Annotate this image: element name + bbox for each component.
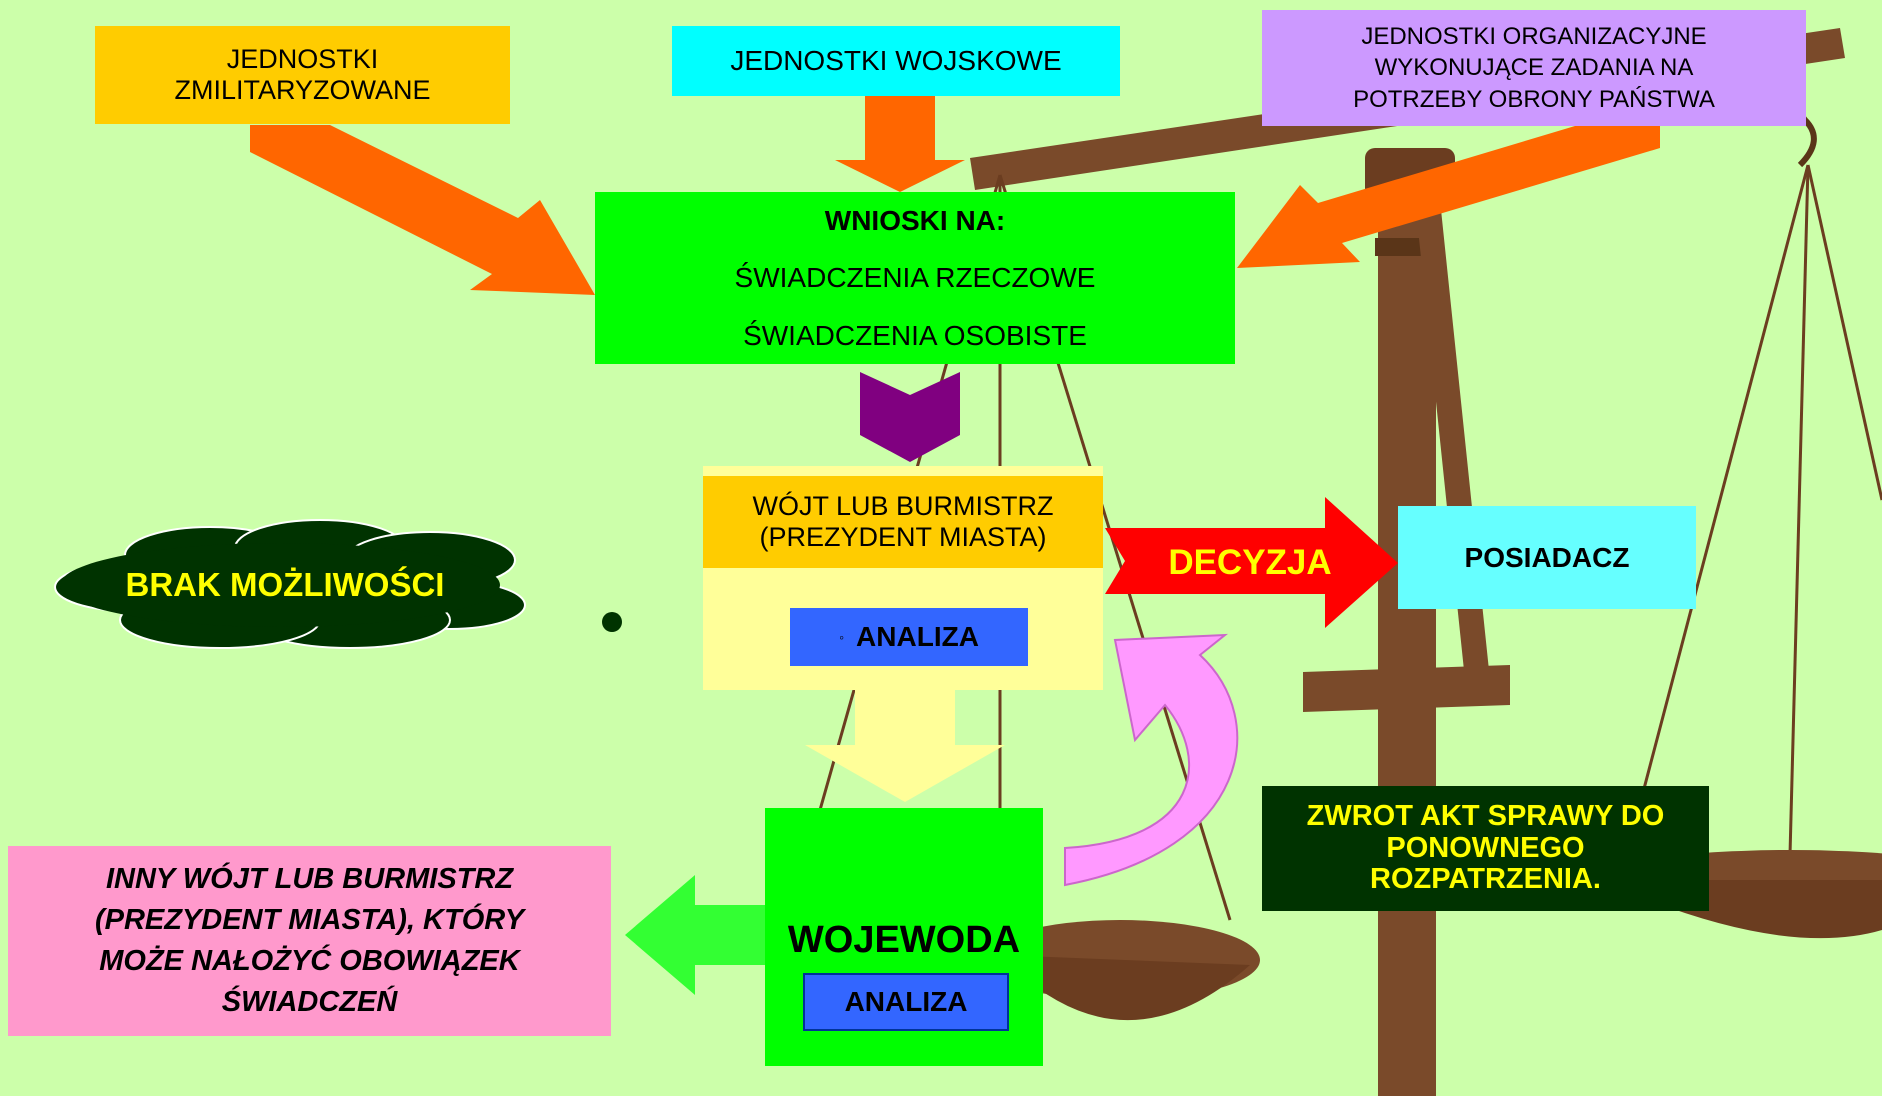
posiadacz-text: POSIADACZ [1464, 541, 1630, 573]
label-line: INNY WÓJT LUB BURMISTRZ [105, 862, 514, 895]
cloud-shape [54, 519, 526, 649]
arrow-to-inny [625, 875, 765, 995]
box-zwrot: ZWROT AKT SPRAWY DO PONOWNEGO ROZPATRZEN… [1262, 786, 1709, 911]
label-line: ROZPATRZENIA. [1370, 863, 1601, 896]
brak-text: BRAK MOŻLIWOŚCI [125, 566, 445, 603]
label-decyzja: DECYZJA [1150, 535, 1350, 590]
analiza-label: ANALIZA [844, 986, 968, 1017]
box-jednostki-wojskowe: JEDNOSTKI WOJSKOWE [672, 26, 1120, 96]
box-wnioski: WNIOSKI NA: ŚWIADCZENIA RZECZOWE ŚWIADCZ… [595, 192, 1235, 364]
box-jednostki-organizacyjne: JEDNOSTKI ORGANIZACYJNE WYKONUJĄCE ZADAN… [1262, 10, 1806, 126]
label-line: (PREZYDENT MIASTA) [759, 522, 1047, 552]
bullet-icon: ◦ [839, 629, 845, 645]
arrow-to-wojewoda [805, 690, 1005, 802]
arrow-decyzja [1105, 497, 1398, 628]
wnioski-line-2: ŚWIADCZENIA OSOBISTE [743, 319, 1087, 351]
label-line: PONOWNEGO [1386, 831, 1585, 864]
wojewoda-title: WOJEWODA [765, 910, 1043, 970]
box-wojt-title: WÓJT LUB BURMISTRZ (PREZYDENT MIASTA) [703, 476, 1103, 568]
label-line: ZWROT AKT SPRAWY DO [1306, 799, 1665, 832]
box-jednostki-zmilitaryzowane: JEDNOSTKI ZMILITARYZOWANE [95, 26, 510, 124]
label-brak-mozliwosci: BRAK MOŻLIWOŚCI [95, 555, 475, 615]
label-line: JEDNOSTKI ORGANIZACYJNE [1361, 23, 1707, 51]
wojewoda-text: WOJEWODA [787, 918, 1021, 961]
wnioski-line-1: ŚWIADCZENIA RZECZOWE [734, 262, 1096, 294]
box-wojt-analiza: ◦ ANALIZA [790, 608, 1028, 666]
arrow-zmilitaryzowane [250, 125, 595, 295]
arrow-organizacyjne [1237, 120, 1660, 268]
decyzja-text: DECYZJA [1168, 542, 1332, 582]
arrow-zwrot [1064, 633, 1239, 887]
arrow-wojskowe [835, 95, 965, 192]
label-line: (PREZYDENT MIASTA), KTÓRY [94, 903, 525, 936]
label-line: WÓJT LUB BURMISTRZ [752, 491, 1054, 521]
label-line: WYKONUJĄCE ZADANIA NA [1374, 54, 1694, 82]
box-posiadacz: POSIADACZ [1398, 506, 1696, 609]
box-wojewoda-analiza: ANALIZA [803, 973, 1009, 1031]
label-line: JEDNOSTKI WOJSKOWE [730, 45, 1062, 76]
label-line: POTRZEBY OBRONY PAŃSTWA [1353, 85, 1715, 113]
label-line: MOŻE NAŁOŻYĆ OBOWIĄZEK [99, 945, 520, 977]
arrow-to-wojt [860, 372, 960, 462]
analiza-label: ANALIZA [856, 621, 979, 652]
label-line: JEDNOSTKI [226, 44, 379, 74]
wnioski-title: WNIOSKI NA: [824, 204, 1006, 236]
scale-post [1378, 180, 1436, 1096]
box-inny-wojt: INNY WÓJT LUB BURMISTRZ (PREZYDENT MIAST… [8, 846, 611, 1036]
label-line: ŚWIADCZEŃ [221, 986, 398, 1019]
label-line: ZMILITARYZOWANE [174, 75, 431, 105]
